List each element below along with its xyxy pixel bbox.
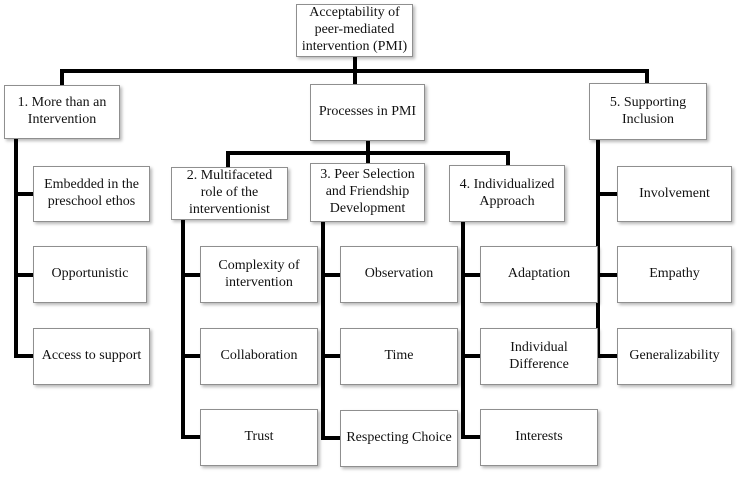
spine-theme5 xyxy=(596,140,617,358)
node-theme1-more-than-intervention: 1. More than an Intervention xyxy=(4,85,120,139)
node-processes-in-pmi: Processes in PMI xyxy=(310,84,425,141)
spine-theme3 xyxy=(321,222,340,440)
node-collaboration: Collaboration xyxy=(200,328,318,385)
node-theme5-supporting-inclusion: 5. Supporting Inclusion xyxy=(589,83,707,140)
node-complexity-of-intervention: Complexity of intervention xyxy=(200,246,318,303)
node-theme2-multifaceted-role: 2. Multifaceted role of the intervention… xyxy=(171,167,288,220)
node-generalizability: Generalizability xyxy=(617,328,732,385)
node-empathy: Empathy xyxy=(617,246,732,303)
spine-theme2 xyxy=(181,220,200,439)
spine-theme1 xyxy=(14,139,33,358)
node-respecting-choice: Respecting Choice xyxy=(340,410,458,467)
spine-theme4 xyxy=(461,222,480,439)
node-trust: Trust xyxy=(200,409,318,466)
node-root-acceptability: Acceptability of peer-mediated intervent… xyxy=(296,4,413,57)
node-opportunistic: Opportunistic xyxy=(33,246,147,303)
node-adaptation: Adaptation xyxy=(480,246,598,303)
node-involvement: Involvement xyxy=(617,166,732,222)
connector-level1-rail xyxy=(60,69,649,85)
node-theme4-individualized-approach: 4. Individualized Approach xyxy=(449,165,565,222)
node-theme3-peer-selection: 3. Peer Selection and Friendship Develop… xyxy=(310,163,425,222)
node-time: Time xyxy=(340,328,458,385)
node-interests: Interests xyxy=(480,409,598,466)
node-observation: Observation xyxy=(340,246,458,303)
node-access-to-support: Access to support xyxy=(33,328,150,385)
node-individual-difference: Individual Difference xyxy=(480,328,598,385)
node-embedded-preschool-ethos: Embedded in the preschool ethos xyxy=(33,166,150,222)
